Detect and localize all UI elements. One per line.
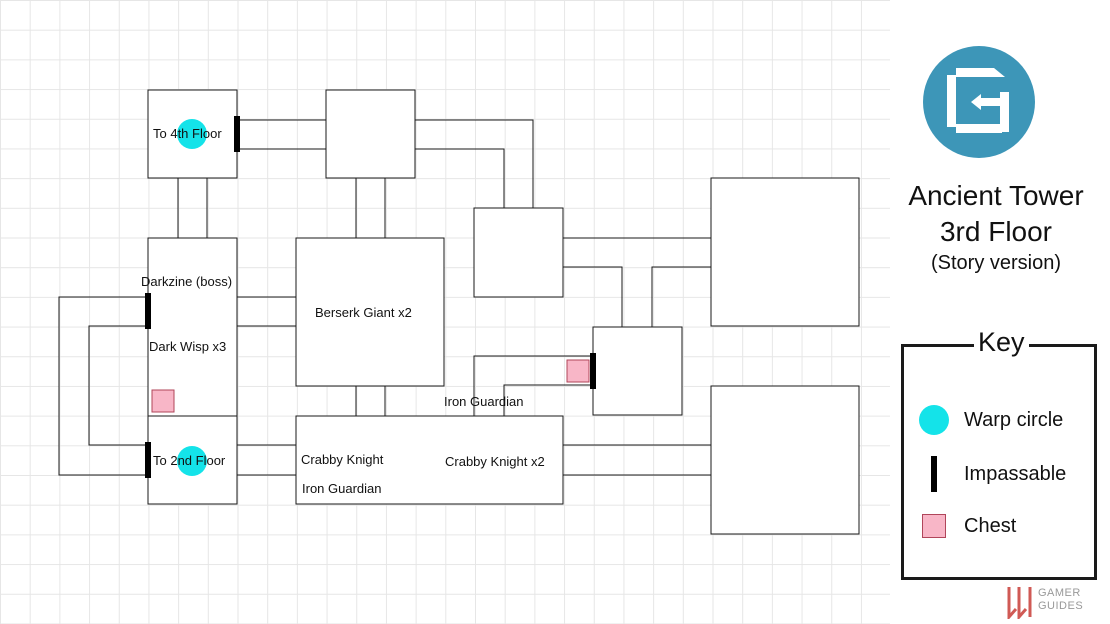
- corridors: [58, 119, 711, 476]
- chest-icon: [566, 359, 590, 383]
- corridor: [415, 148, 505, 208]
- chest-icon: [922, 514, 946, 538]
- map-subtitle: (Story version): [930, 252, 1062, 274]
- corridor: [415, 119, 534, 208]
- impassable-icon: [145, 293, 151, 329]
- watermark-text: GAMER GUIDES: [1038, 587, 1084, 612]
- impassable-icon: [931, 456, 937, 492]
- corridor: [88, 325, 148, 446]
- room-darkzine: [147, 237, 238, 417]
- title-line-2: 3rd Floor: [939, 216, 1053, 247]
- watermark: GAMER GUIDES: [1006, 582, 1100, 622]
- label-iron-guardian-top: Iron Guardian: [444, 394, 524, 409]
- corridor: [563, 266, 623, 327]
- corridor: [473, 355, 593, 416]
- chest-icon: [151, 389, 175, 413]
- gamer-guides-logo-icon: [1007, 587, 1032, 619]
- room-berserk-giant: [295, 237, 445, 387]
- impassable-icon: [145, 442, 151, 478]
- impassable-icon: [590, 353, 596, 389]
- label-darkzine-boss: Darkzine (boss): [141, 274, 232, 289]
- corridor: [503, 384, 593, 416]
- label-dark-wisp: Dark Wisp x3: [149, 339, 226, 354]
- legend-item-chest: Chest: [904, 509, 1016, 543]
- title-line-1: Ancient Tower: [908, 180, 1084, 211]
- legend-item-warp: Warp circle: [904, 403, 1063, 437]
- room-crabby-knight: [295, 415, 564, 505]
- room-top-middle: [325, 89, 416, 179]
- floor-map: To 4th Floor Darkzine (boss) Dark Wisp x…: [58, 89, 860, 535]
- legend-label: Impassable: [964, 462, 1067, 485]
- legend-label: Warp circle: [964, 408, 1064, 431]
- room-east-top: [710, 177, 860, 327]
- warp-circle-icon: [919, 405, 949, 435]
- room-east-bottom: [710, 385, 860, 535]
- legend-item-impassable: Impassable: [904, 456, 1067, 492]
- warp-circle-icon: [177, 446, 207, 476]
- gamerguides-g-icon: [923, 46, 1035, 158]
- legend-title: Key: [974, 327, 1029, 358]
- corridor: [58, 296, 148, 476]
- room-center-small: [473, 207, 564, 298]
- legend-label: Chest: [964, 514, 1017, 537]
- label-to-4th-floor: To 4th Floor: [153, 126, 222, 141]
- map-legend: Key Warp circle Impassable Chest: [901, 327, 1097, 580]
- label-crabby-knight: Crabby Knight: [301, 452, 384, 467]
- room-east-small: [592, 326, 683, 416]
- map-title: Ancient Tower 3rd Floor (Story version): [890, 178, 1102, 276]
- corridor: [651, 266, 711, 327]
- label-to-2nd-floor: To 2nd Floor: [153, 453, 226, 468]
- impassable-icon: [234, 116, 240, 152]
- warp-circle-icon: [177, 119, 207, 149]
- label-berserk-giant: Berserk Giant x2: [315, 305, 412, 320]
- side-panel: Ancient Tower 3rd Floor (Story version) …: [890, 0, 1110, 624]
- label-crabby-knight-x2: Crabby Knight x2: [445, 454, 545, 469]
- label-iron-guardian-bottom: Iron Guardian: [302, 481, 382, 496]
